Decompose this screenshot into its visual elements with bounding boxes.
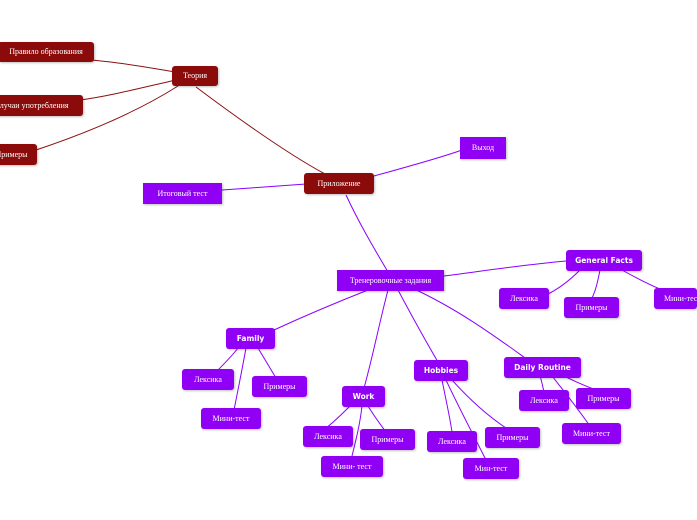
node-prilozhenie[interactable]: Приложение: [304, 173, 374, 194]
node-label: General Facts: [575, 255, 633, 265]
node-label: Примеры: [575, 302, 608, 312]
node-label: Приложение: [317, 178, 361, 188]
node-general-facts[interactable]: General Facts: [566, 250, 642, 271]
node-pravilo-obrazovaniya[interactable]: Правило образования: [0, 42, 94, 62]
edge-prilozhenie-trenirovochnye: [345, 194, 389, 273]
edge-tren-daily: [411, 287, 529, 361]
edge-tren-family: [273, 289, 369, 331]
node-label: Примеры: [263, 381, 296, 391]
node-label: Мини- тест: [332, 461, 372, 471]
node-work-leksika[interactable]: Лексика: [303, 426, 353, 447]
node-teoriya[interactable]: Теория: [172, 66, 218, 86]
node-label: Hobbies: [423, 365, 459, 375]
edge-hobbies-primery: [451, 379, 507, 429]
node-general-mini-test[interactable]: Мини-тест: [654, 288, 697, 309]
edge-work-leksika: [325, 405, 351, 429]
node-label: Тренеровочные задания: [349, 275, 432, 285]
node-general-leksika[interactable]: Лексика: [499, 288, 549, 309]
node-label: Теория: [182, 71, 208, 80]
node-daily-routine[interactable]: Daily Routine: [504, 357, 581, 378]
node-label: Правило образования: [9, 47, 83, 56]
edge-teoriya-sluchai: [79, 79, 177, 101]
node-daily-mini-test[interactable]: Мини-тест: [562, 423, 621, 444]
node-work[interactable]: Work: [342, 386, 385, 407]
edge-tren-hobbies: [397, 289, 439, 363]
node-general-primery[interactable]: Примеры: [564, 297, 619, 318]
node-label: Выход: [471, 143, 495, 152]
node-hobbies-leksika[interactable]: Лексика: [427, 431, 477, 452]
node-label: Примеры: [0, 149, 28, 159]
edge-hobbies-leksika: [441, 379, 453, 433]
node-label: Мин-тест: [474, 463, 508, 473]
node-family-primery[interactable]: Примеры: [252, 376, 307, 397]
node-family[interactable]: Family: [226, 328, 275, 349]
node-label: Family: [236, 333, 265, 343]
edge-prilozhenie-itogoviy: [221, 183, 307, 191]
edge-general-primery: [591, 269, 601, 299]
node-vyhod[interactable]: Выход: [460, 137, 506, 159]
node-label: Лексика: [510, 293, 538, 303]
node-primery-theory[interactable]: Примеры: [0, 144, 37, 165]
edge-family-primery: [257, 347, 277, 379]
node-label: Лексика: [438, 436, 466, 446]
node-family-mini-test[interactable]: Мини-тест: [201, 408, 261, 429]
node-work-primery[interactable]: Примеры: [360, 429, 415, 450]
edge-family-mini: [233, 347, 247, 411]
node-daily-leksika[interactable]: Лексика: [519, 390, 569, 411]
edge-daily-mini: [551, 375, 591, 427]
edge-hobbies-mini: [445, 379, 487, 461]
node-label: Work: [352, 391, 375, 401]
edge-teoriya-primery: [35, 85, 179, 151]
node-label: Примеры: [587, 393, 620, 403]
node-label: Мини-тест: [573, 428, 610, 438]
node-trenirovochnye-zadaniya[interactable]: Тренеровочные задания: [337, 270, 444, 291]
node-label: Лексика: [530, 395, 558, 405]
node-label: Лексика: [314, 431, 342, 441]
node-label: Случаи употребления: [0, 100, 69, 110]
edge-teoriya-prilozhenie: [195, 86, 326, 175]
node-hobbies-primery[interactable]: Примеры: [485, 427, 540, 448]
edge-tren-work: [363, 289, 389, 389]
node-hobbies[interactable]: Hobbies: [414, 360, 468, 381]
node-label: Лексика: [194, 374, 222, 384]
node-family-leksika[interactable]: Лексика: [182, 369, 234, 390]
node-label: Примеры: [496, 432, 529, 442]
node-label: Daily Routine: [514, 362, 571, 372]
node-label: Мини-тест: [664, 293, 697, 303]
node-itogoviy-test[interactable]: Итоговый тест: [143, 183, 222, 204]
edge-general-leksika: [547, 269, 581, 295]
edge-teoriya-pravilo: [89, 59, 177, 73]
node-hobbies-mini-test[interactable]: Мин-тест: [463, 458, 519, 479]
node-label: Примеры: [371, 434, 404, 444]
edge-prilozhenie-vyhod: [373, 149, 463, 177]
node-daily-primery[interactable]: Примеры: [576, 388, 631, 409]
node-label: Итоговый тест: [157, 188, 208, 198]
node-label: Мини-тест: [212, 413, 250, 423]
node-work-mini-test[interactable]: Мини- тест: [321, 456, 383, 477]
edge-work-mini: [351, 405, 363, 457]
edge-tren-general: [443, 260, 567, 277]
node-sluchai-upotrebleniya[interactable]: Случаи употребления: [0, 95, 83, 116]
